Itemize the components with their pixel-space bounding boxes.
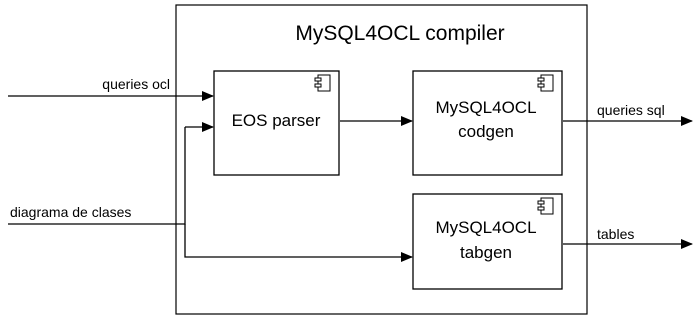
compiler-title: MySQL4OCL compiler bbox=[295, 22, 504, 45]
label-tables: tables bbox=[597, 226, 634, 242]
component-icon bbox=[537, 74, 554, 92]
component-codgen-label-2: codgen bbox=[458, 122, 514, 141]
component-eos-parser-label: EOS parser bbox=[232, 111, 321, 130]
label-class-diagram: diagrama de clases bbox=[10, 204, 131, 220]
component-codgen: MySQL4OCL codgen bbox=[412, 70, 563, 176]
component-tabgen-label-2: tabgen bbox=[460, 243, 512, 262]
arrow-class-diagram-to-tabgen bbox=[184, 224, 413, 262]
component-eos-parser: EOS parser bbox=[213, 70, 340, 176]
component-tabgen: MySQL4OCL tabgen bbox=[412, 193, 563, 290]
component-tabgen-label-1: MySQL4OCL bbox=[435, 218, 536, 237]
component-icon bbox=[314, 74, 331, 92]
label-queries-ocl: queries ocl bbox=[102, 76, 170, 92]
component-codgen-label-1: MySQL4OCL bbox=[435, 98, 536, 117]
component-icon bbox=[537, 197, 554, 215]
label-queries-sql: queries sql bbox=[597, 102, 665, 118]
